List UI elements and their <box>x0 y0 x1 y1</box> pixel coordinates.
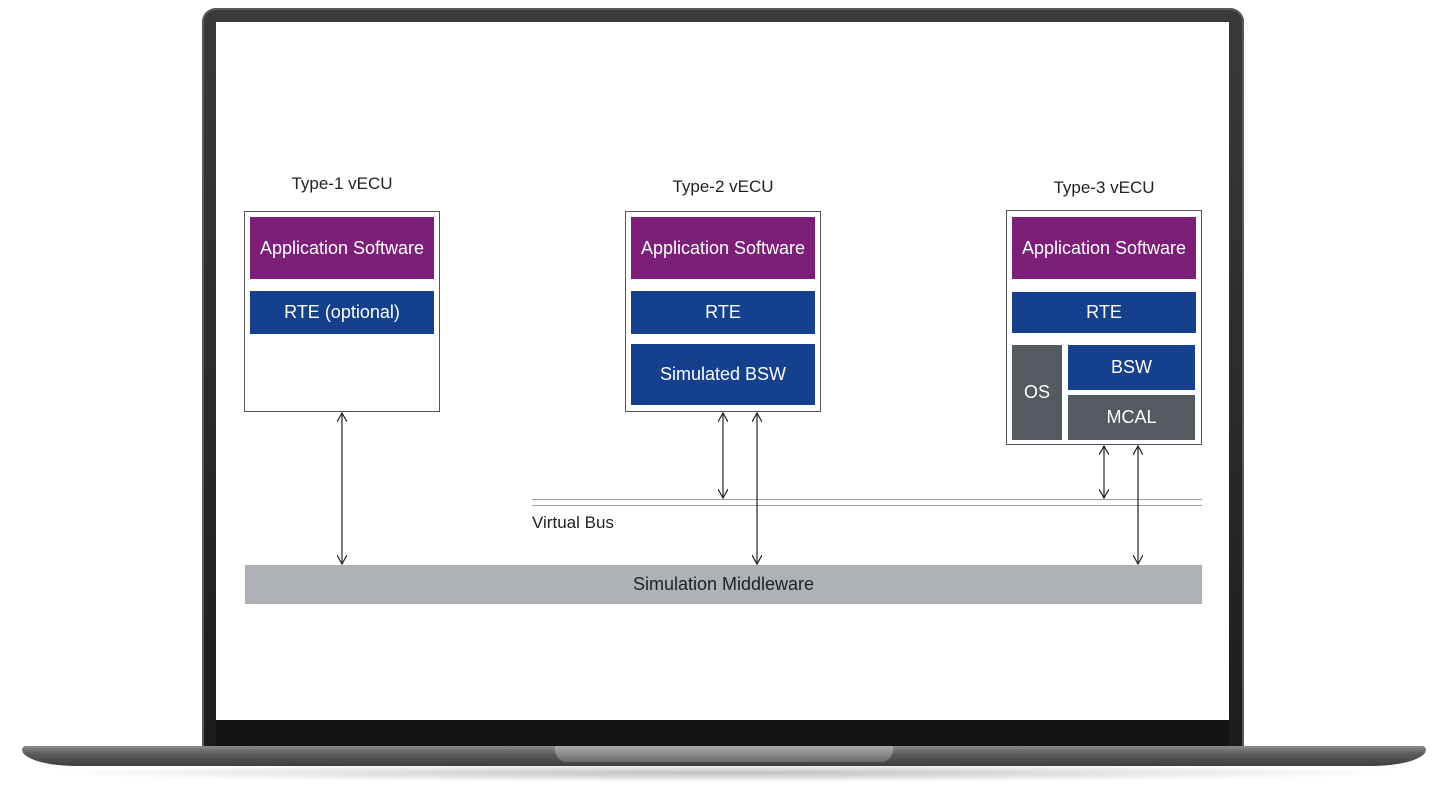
virtual-bus-label: Virtual Bus <box>532 513 614 532</box>
type3-bsw-block: BSW <box>1068 345 1195 390</box>
type2-title: Type-2 vECU <box>672 177 774 196</box>
laptop-shadow <box>40 764 1408 782</box>
simulation-middleware-bar: Simulation Middleware <box>245 565 1202 604</box>
type3-application-block: Application Software <box>1012 217 1196 279</box>
type1-rte-block: RTE (optional) <box>250 291 434 334</box>
type3-title: Type-3 vECU <box>1053 178 1155 197</box>
type2-application-block: Application Software <box>631 217 815 279</box>
laptop-bezel-bottom <box>216 720 1229 748</box>
type3-rte-block: RTE <box>1012 292 1196 333</box>
type2-simulated-bsw-block: Simulated BSW <box>631 344 815 405</box>
type1-application-block: Application Software <box>250 217 434 279</box>
type3-mcal-block: MCAL <box>1068 395 1195 440</box>
virtual-bus-line-bottom <box>532 505 1202 506</box>
laptop-hinge-notch <box>555 746 893 762</box>
virtual-bus-line-top <box>532 499 1202 500</box>
type1-title: Type-1 vECU <box>291 174 393 193</box>
type2-rte-block: RTE <box>631 291 815 334</box>
type3-os-block: OS <box>1012 345 1062 440</box>
